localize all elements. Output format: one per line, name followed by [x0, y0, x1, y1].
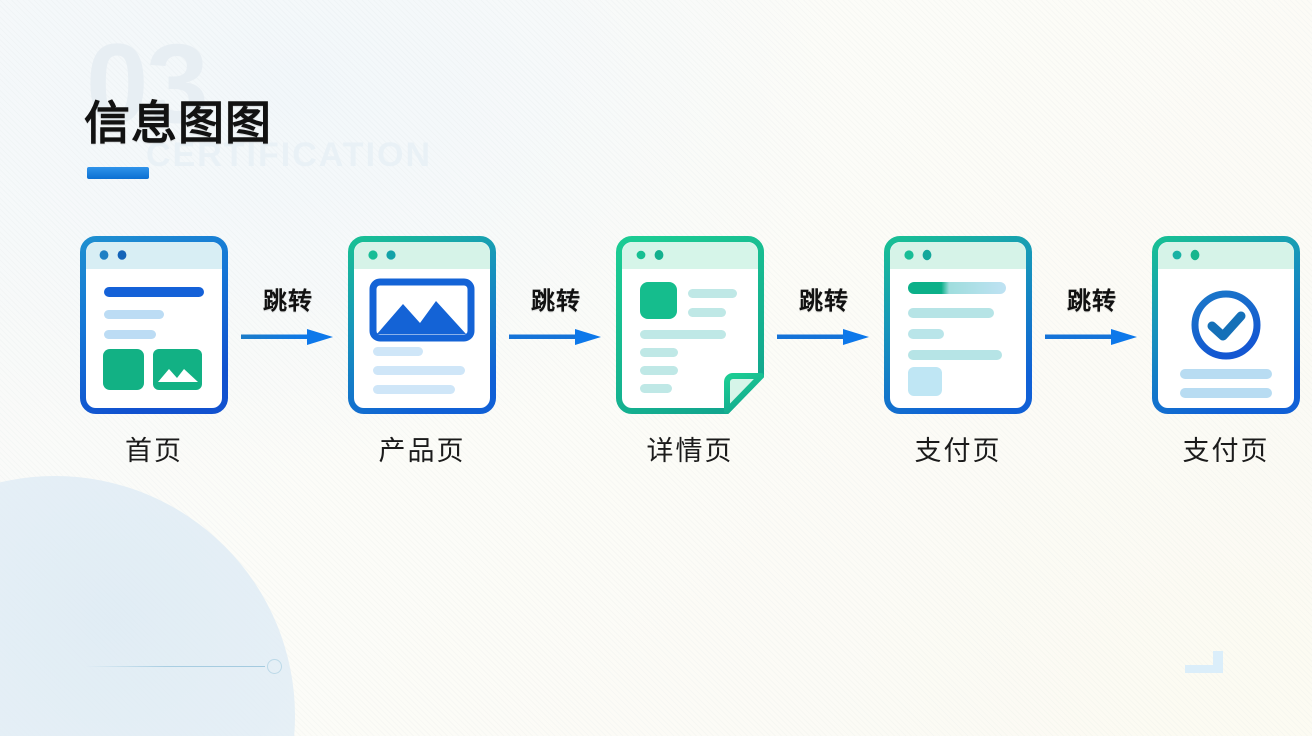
bottom-rule-dot	[267, 659, 282, 674]
title-underline	[87, 167, 149, 179]
browser-window-home-icon	[80, 236, 228, 414]
flow-step-label: 详情页	[646, 436, 734, 466]
flow-step-detail[interactable]: 详情页	[606, 236, 774, 465]
arrow-right-icon	[777, 326, 871, 348]
flow-step-label: 首页	[125, 436, 183, 466]
connector-label: 跳转	[799, 288, 849, 315]
flow-step-product[interactable]: 产品页	[338, 236, 506, 465]
bottom-rule-line	[85, 666, 265, 667]
arrow-right-icon	[241, 326, 335, 348]
arrow-right-icon	[509, 326, 603, 348]
connector-label: 跳转	[263, 288, 313, 315]
flow-step-label: 支付页	[1182, 436, 1270, 466]
page-title: 信息图图	[84, 97, 272, 149]
connector-label: 跳转	[1067, 288, 1117, 315]
flow-connector-4: 跳转	[1042, 236, 1142, 414]
flow-step-success[interactable]: 支付页	[1142, 236, 1310, 465]
flow-connector-3: 跳转	[774, 236, 874, 414]
flow-step-label: 产品页	[378, 436, 466, 466]
flow-step-label: 支付页	[914, 436, 1002, 466]
browser-window-check-icon	[1152, 236, 1300, 414]
browser-window-image-icon	[348, 236, 496, 414]
arrow-right-icon	[1045, 326, 1139, 348]
flow-diagram: 首页 跳转	[70, 236, 1300, 496]
background-circle	[0, 476, 295, 736]
bottom-right-corner-bracket	[1185, 651, 1223, 673]
connector-label: 跳转	[531, 288, 581, 315]
flow-connector-2: 跳转	[506, 236, 606, 414]
flow-step-home[interactable]: 首页	[70, 236, 238, 465]
flow-step-checkout[interactable]: 支付页	[874, 236, 1042, 465]
watermark-number: 03	[86, 21, 209, 146]
document-page-fold-icon	[616, 236, 764, 414]
browser-window-form-icon	[884, 236, 1032, 414]
watermark-word: CERTIFICATION	[146, 136, 433, 174]
flow-connector-1: 跳转	[238, 236, 338, 414]
